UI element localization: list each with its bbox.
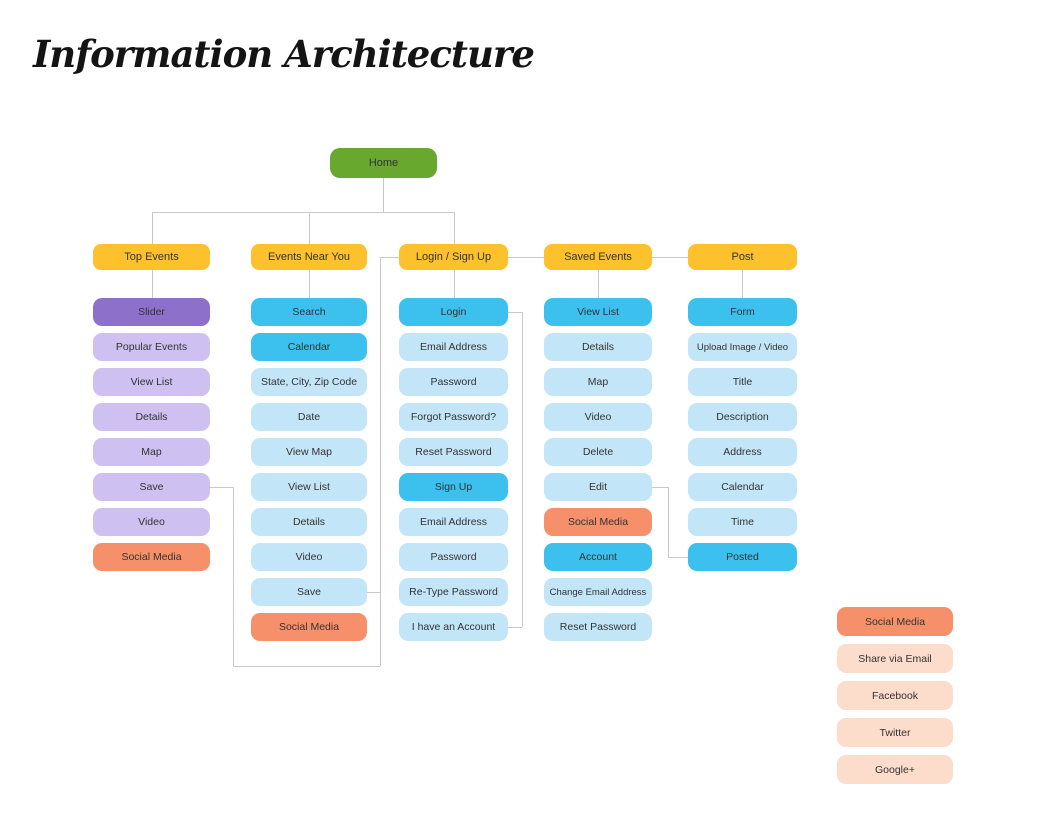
connector-drop-top-events [152,212,153,244]
node-top-events: Top Events [93,244,210,270]
column-top-events: Top Events Slider Popular Events View Li… [93,244,210,571]
connector-login-loop-top [508,312,522,313]
node-top-events-social-media: Social Media [93,543,210,571]
node-account: Account [544,543,652,571]
node-saved-details: Details [544,333,652,361]
connector-saved-post [652,257,688,258]
column-saved-events: Saved Events View List Details Map Video… [544,244,652,641]
node-facebook: Facebook [837,681,953,710]
saved-events-stack: View List Details Map Video Delete Edit … [544,298,652,641]
node-eny-calendar: Calendar [251,333,367,361]
node-eny-view-list: View List [251,473,367,501]
node-eny-details: Details [251,508,367,536]
node-saved-edit: Edit [544,473,652,501]
node-eny-social-media: Social Media [251,613,367,641]
node-social-media: Social Media [837,607,953,636]
connector-stub-top-events [152,270,153,298]
page-title: Information Architecture [33,32,535,76]
connector-edit-posted [668,557,688,558]
node-retype-password: Re-Type Password [399,578,508,606]
node-reset-password: Reset Password [399,438,508,466]
node-forgot-password: Forgot Password? [399,403,508,431]
connector-stub-login [454,270,455,298]
connector-save1-stub [210,487,233,488]
connector-login-loop-side [522,312,523,627]
node-post-title: Title [688,368,797,396]
node-post: Post [688,244,797,270]
node-eny-video: Video [251,543,367,571]
connector-save-bottom [233,666,380,667]
node-saved-events: Saved Events [544,244,652,270]
connector-login-left-stub [380,257,399,258]
node-top-events-view-list: View List [93,368,210,396]
node-eny-view-map: View Map [251,438,367,466]
node-login-sign-up: Login / Sign Up [399,244,508,270]
connector-drop-login [454,212,455,244]
node-top-events-details: Details [93,403,210,431]
connector-login-loop-bottom [508,627,522,628]
connector-top-rail [152,212,455,213]
connector-drop-events-near-you [309,212,310,244]
node-sign-up: Sign Up [399,473,508,501]
connector-login-saved [508,257,544,258]
node-post-calendar: Calendar [688,473,797,501]
events-near-you-stack: Search Calendar State, City, Zip Code Da… [251,298,367,641]
column-events-near-you: Events Near You Search Calendar State, C… [251,244,367,641]
node-top-events-popular-events: Popular Events [93,333,210,361]
column-post: Post Form Upload Image / Video Title Des… [688,244,797,571]
column-login-sign-up: Login / Sign Up Login Email Address Pass… [399,244,508,641]
node-saved-video: Video [544,403,652,431]
connector-stub-saved-events [598,270,599,298]
node-top-events-save: Save [93,473,210,501]
social-media-group: Social Media Share via Email Facebook Tw… [837,607,953,784]
node-login: Login [399,298,508,326]
node-change-email-address: Change Email Address [544,578,652,606]
node-top-events-map: Map [93,438,210,466]
connector-edit-stub [652,487,668,488]
node-saved-map: Map [544,368,652,396]
node-eny-state-city-zip: State, City, Zip Code [251,368,367,396]
top-events-stack: Slider Popular Events View List Details … [93,298,210,571]
node-description: Description [688,403,797,431]
node-top-events-video: Video [93,508,210,536]
node-signup-password: Password [399,543,508,571]
node-posted: Posted [688,543,797,571]
node-google-plus: Google+ [837,755,953,784]
connector-save2-stub [367,592,380,593]
node-eny-search: Search [251,298,367,326]
connector-stub-post [742,270,743,298]
connector-home-drop [383,178,384,212]
login-stack: Login Email Address Password Forgot Pass… [399,298,508,641]
connector-save-up-to-login [380,257,381,666]
node-upload-image-video: Upload Image / Video [688,333,797,361]
node-eny-save: Save [251,578,367,606]
node-form: Form [688,298,797,326]
node-time: Time [688,508,797,536]
node-login-email-address: Email Address [399,333,508,361]
post-stack: Form Upload Image / Video Title Descript… [688,298,797,571]
node-address: Address [688,438,797,466]
node-login-password: Password [399,368,508,396]
node-saved-social-media: Social Media [544,508,652,536]
node-share-via-email: Share via Email [837,644,953,673]
node-saved-delete: Delete [544,438,652,466]
connector-stub-events-near-you [309,270,310,298]
node-saved-view-list: View List [544,298,652,326]
node-twitter: Twitter [837,718,953,747]
node-signup-email-address: Email Address [399,508,508,536]
node-top-events-slider: Slider [93,298,210,326]
node-i-have-an-account: I have an Account [399,613,508,641]
connector-edit-down [668,487,669,557]
node-events-near-you: Events Near You [251,244,367,270]
node-eny-date: Date [251,403,367,431]
connector-save1-down [233,487,234,666]
node-home: Home [330,148,437,178]
node-account-reset-password: Reset Password [544,613,652,641]
